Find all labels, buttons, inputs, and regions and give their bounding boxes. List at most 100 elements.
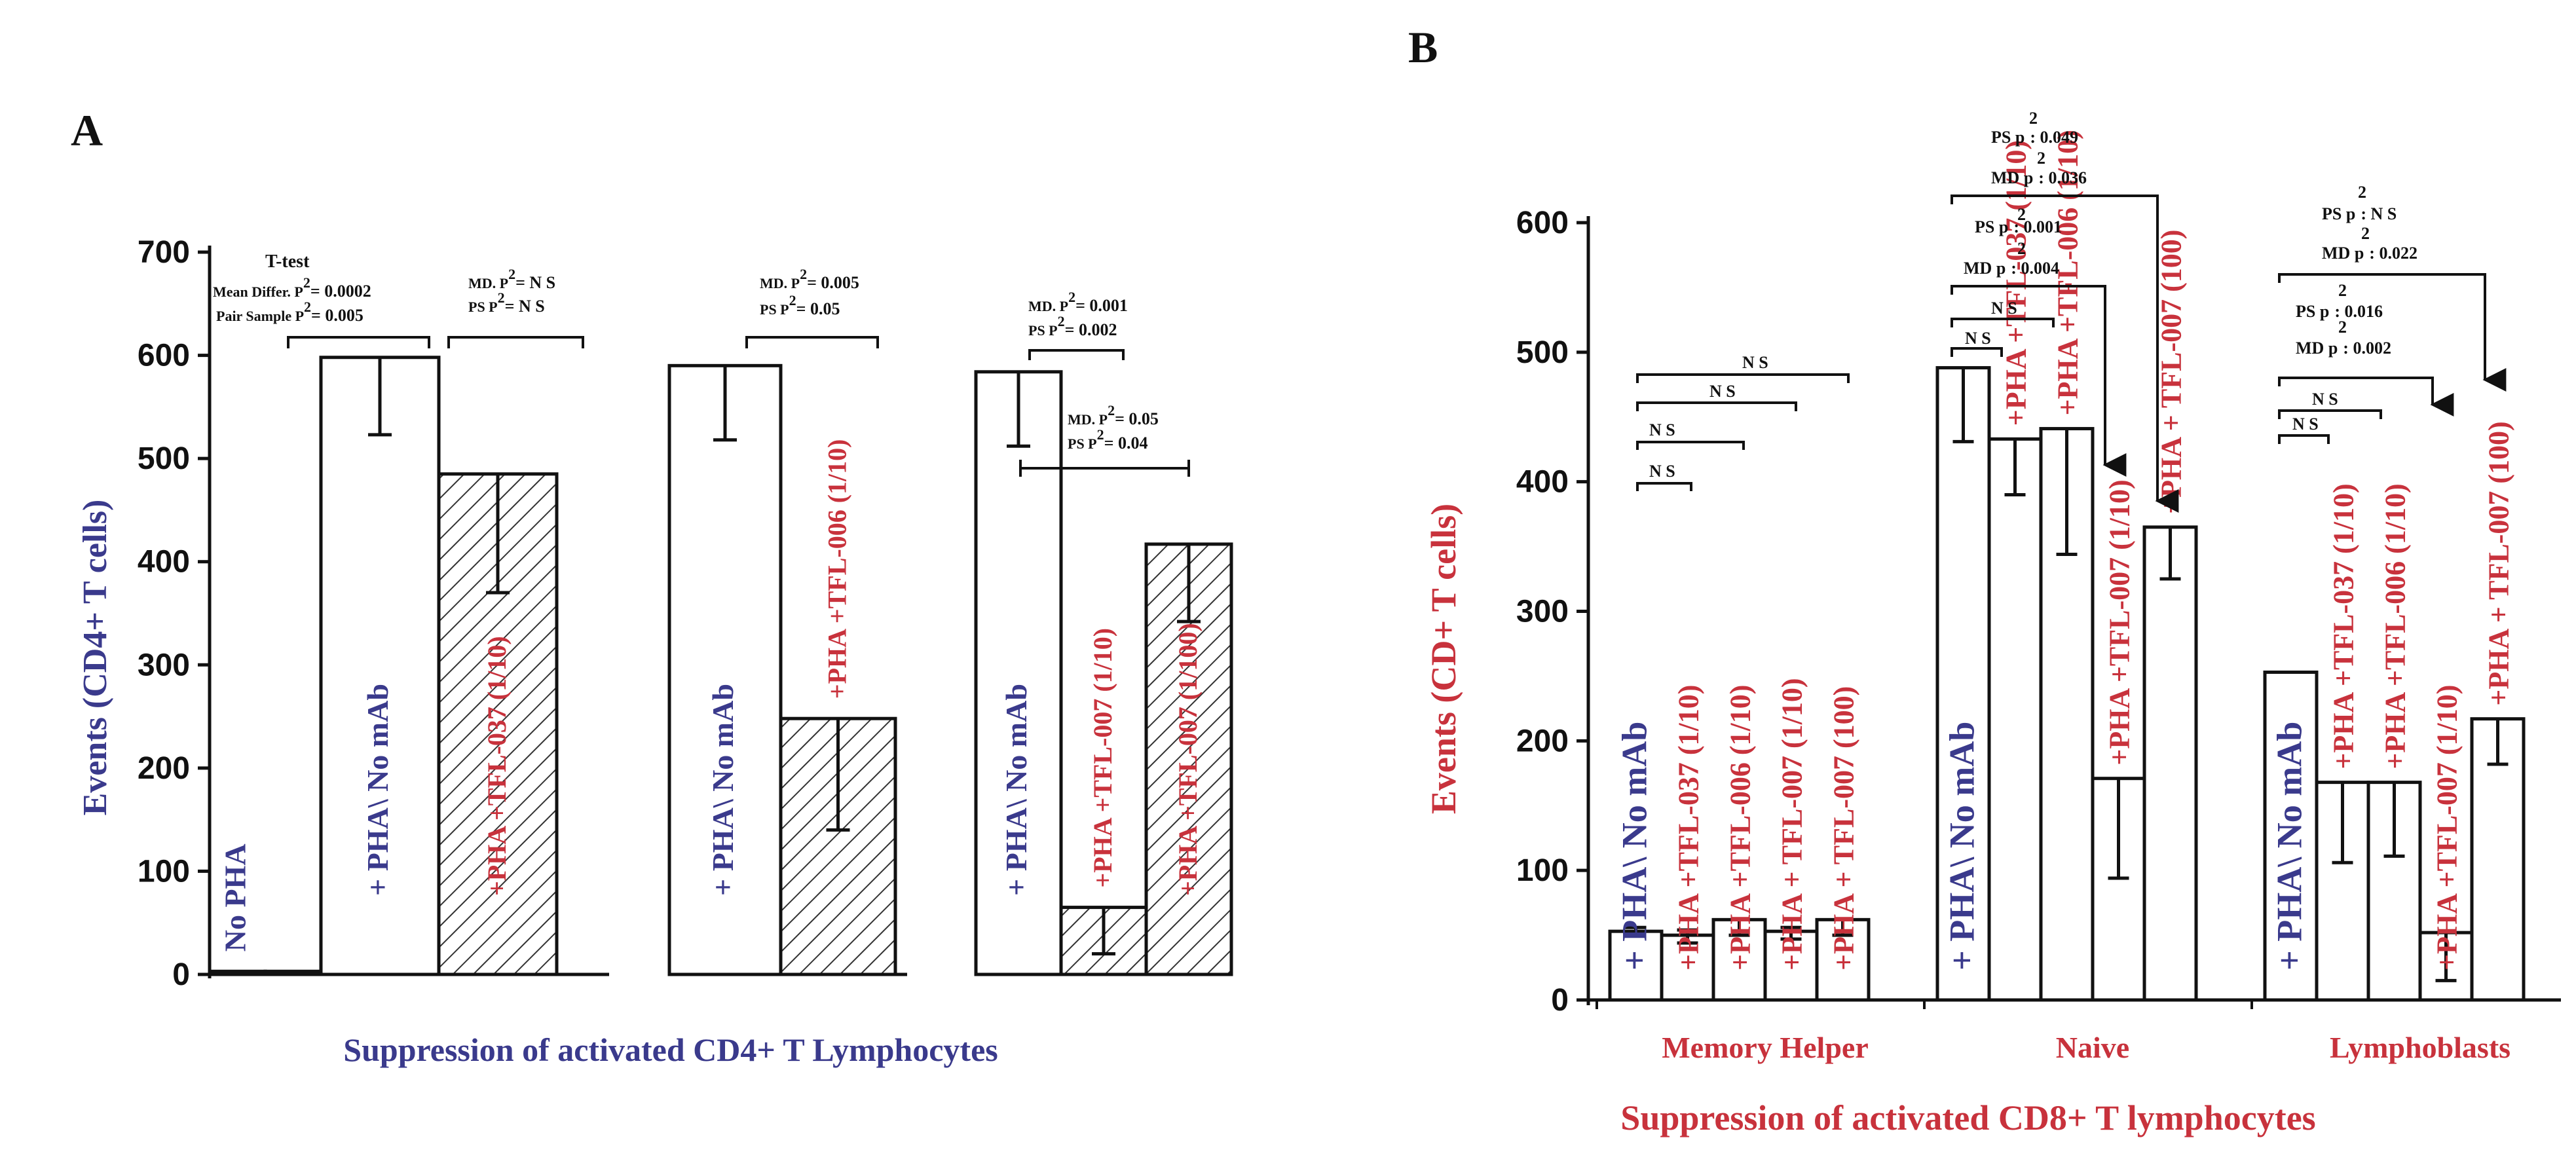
y-tick-label: 400 xyxy=(138,545,190,580)
bar xyxy=(1763,929,1819,1002)
panel-b-chart: Events (CD+ T cells) Suppression of acti… xyxy=(1424,109,2561,1137)
bar-label: +PHA +TFL-006 (1/10) xyxy=(2052,130,2084,415)
panel-b-bars: + PHA\ No mAb +PHA +TFL-037 (1/10) +PHA +T… xyxy=(1608,130,2526,1002)
annot-a-md1: Mean Differ. P2= 0.0002 xyxy=(213,274,371,301)
panel-b-brackets xyxy=(1636,194,2507,513)
y-tick-label: 600 xyxy=(1516,206,1569,240)
annot-a-md4-val: = 0.001 xyxy=(1075,296,1128,315)
y-tick-label: 100 xyxy=(1516,853,1569,888)
annot-a-ps2: PS P2= N S xyxy=(468,289,545,316)
panel-b-y-axis-label: Events (CD+ T cells) xyxy=(1424,504,1463,814)
panel-a-brackets xyxy=(287,336,1190,477)
annot-a-ps1-sup: 2 xyxy=(304,299,311,315)
y-tick-label: 300 xyxy=(138,648,190,682)
annot-a-ps3: PS P2= 0.05 xyxy=(760,292,840,318)
annot-ttest: T-test xyxy=(265,251,310,272)
bar-label: +PHA +TFL-006 (1/10) xyxy=(2380,483,2412,769)
annot-b-nv-ps10-val: : 0.001 xyxy=(2013,217,2062,236)
bracket-a-1 xyxy=(287,336,430,348)
bar-label: +PHA +TFL-006 (1/10) xyxy=(1725,685,1757,971)
y-tick-label: 300 xyxy=(1516,595,1569,629)
annot-a-ps3-label: PS P xyxy=(760,301,789,318)
annot-a-ps5: PS P2= 0.04 xyxy=(1068,426,1148,453)
annot-b-ns-1: N S xyxy=(1649,462,1675,481)
annot-b-lb-md10-label: MD p xyxy=(2296,339,2338,358)
bar xyxy=(974,370,1063,976)
annot-a-md5-sup: 2 xyxy=(1108,402,1115,418)
bar-label: +PHA +TFL-037 (1/10) xyxy=(2000,140,2032,426)
bar-label: + PHA\ No mAb xyxy=(1615,722,1654,971)
annot-b-lb-ps10: PS p: 0.016 xyxy=(2296,302,2383,321)
annot-b-lb-ps10-sup: 2 xyxy=(2338,281,2347,300)
bracket-b-nv-4 xyxy=(1951,194,2179,513)
annot-b-nv-md100-val: : 0.036 xyxy=(2038,168,2087,187)
annot-b-ns-7: N S xyxy=(2292,415,2319,434)
annot-b-lb-md100-val: : 0.022 xyxy=(2369,244,2417,263)
y-tick-label: 0 xyxy=(172,957,190,992)
annot-b-nv-md10-label: MD p xyxy=(1964,259,2006,278)
bar-label: +PHA +TFL-007 (1/10) xyxy=(2104,479,2136,765)
bracket-b-lb-1 xyxy=(2278,434,2330,444)
bar-label: + PHA\ No mAb xyxy=(999,684,1033,896)
panel-label-a: A xyxy=(71,105,103,155)
annot-b-nv-ps100: PS p: 0.049 xyxy=(1991,128,2078,147)
bar-label: +PHA + TFL-007 (1/10) xyxy=(1776,678,1808,971)
bar xyxy=(2039,427,2095,1002)
annot-a-ps3-val: = 0.05 xyxy=(796,299,840,318)
annot-b-nv-ps100-label: PS p xyxy=(1991,128,2025,147)
annot-a-md2-sup: 2 xyxy=(508,266,515,282)
bracket-b-nv-1 xyxy=(1951,347,2003,357)
annot-b-nv-md100-label: MD p xyxy=(1991,168,2033,187)
annot-a-ps2-sup: 2 xyxy=(498,289,505,306)
y-tick-label: 200 xyxy=(1516,724,1569,758)
bracket-a-3 xyxy=(745,336,879,348)
bar xyxy=(1987,437,2043,1002)
annot-b-lb-ps100-sup: 2 xyxy=(2358,183,2366,202)
panel-label-b: B xyxy=(1408,22,1438,72)
bar-label: +PHA + TFL-007 (100) xyxy=(1828,686,1860,971)
annot-a-md1-val: = 0.0002 xyxy=(310,282,371,301)
annot-b-nv-md10-sup: 2 xyxy=(2017,239,2026,258)
bar-label: +PHA +TFL-037 (1/10) xyxy=(482,636,512,896)
annot-b-ns-3: N S xyxy=(1709,382,1736,401)
bar xyxy=(319,356,441,976)
bracket-b-mh-1 xyxy=(1636,482,1692,491)
panel-b-x-axis-label: Suppression of activated CD8+ T lymphocy… xyxy=(1620,1098,2315,1137)
bracket-b-lb-4 xyxy=(2278,273,2507,392)
annot-b-lb-md10-val: : 0.002 xyxy=(2343,339,2391,358)
bracket-b-mh-4 xyxy=(1636,373,1850,383)
annot-b-lb-ps10-val: : 0.016 xyxy=(2334,302,2383,321)
y-tick-label: 600 xyxy=(138,339,190,373)
annot-b-lb-md100-sup: 2 xyxy=(2361,224,2370,243)
annot-a-md3: MD. P2= 0.005 xyxy=(760,266,859,292)
y-tick-label: 100 xyxy=(138,854,190,889)
annot-b-ns-8: N S xyxy=(2312,390,2338,409)
bracket-b-nv-2 xyxy=(1951,318,2055,327)
bar-label: +PHA +TFL-037 (1/10) xyxy=(1673,685,1705,971)
bar xyxy=(2142,525,2198,1002)
bracket-b-lb-2 xyxy=(2278,409,2382,419)
annot-a-md3-sup: 2 xyxy=(800,266,807,282)
bar-label: + PHA\ No mAb xyxy=(706,684,739,896)
annot-a-md5-val: = 0.05 xyxy=(1115,409,1159,428)
annot-b-nv-ps100-sup: 2 xyxy=(2029,109,2038,128)
y-tick-label: 500 xyxy=(1516,335,1569,370)
annot-b-nv-md10-val: : 0.004 xyxy=(2011,259,2059,278)
annot-b-lb-ps100: PS p: N S xyxy=(2322,204,2397,223)
annot-b-ns-2: N S xyxy=(1649,420,1675,439)
y-tick-label: 500 xyxy=(138,441,190,476)
bar-label: +PHA +TFL-007 (1/10) xyxy=(2431,685,2463,971)
annot-a-md5: MD. P2= 0.05 xyxy=(1068,402,1159,428)
annot-a-ps3-sup: 2 xyxy=(789,292,796,308)
category-label: Naive xyxy=(2056,1031,2129,1064)
annot-a-md1-label: Mean Differ. P xyxy=(213,284,303,300)
bar-label: +PHA +TFL-007 (1/10) xyxy=(1088,628,1117,888)
annot-a-md2-val: = N S xyxy=(515,273,555,292)
y-tick-label: 200 xyxy=(138,751,190,786)
annot-b-ns-4: N S xyxy=(1742,353,1768,372)
annot-a-ps1-label: Pair Sample P xyxy=(216,308,304,324)
